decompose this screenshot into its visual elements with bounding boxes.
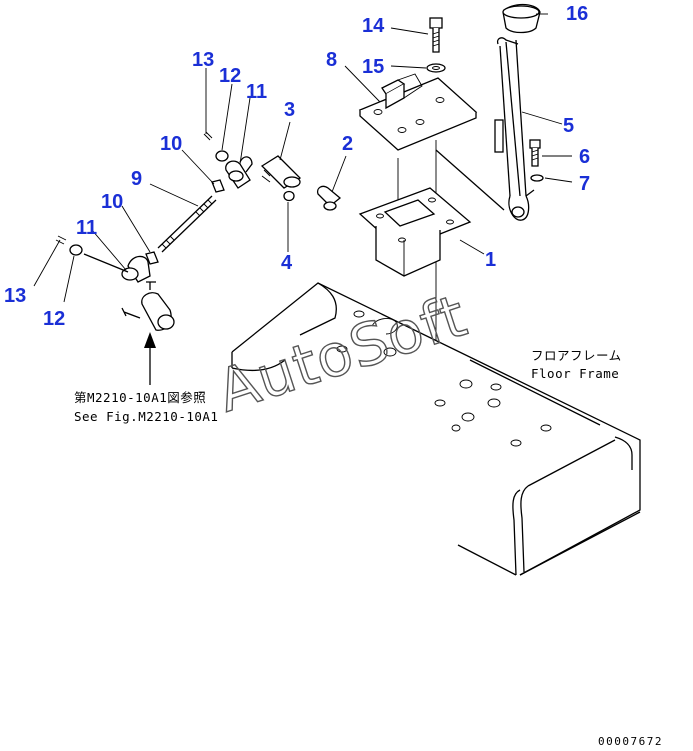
nut-part-12-upper	[215, 150, 229, 162]
callout-11-lower: 11	[76, 217, 97, 239]
document-number: 00007672	[598, 735, 663, 748]
callout-9: 9	[131, 168, 142, 190]
bushing-part-2	[316, 185, 342, 211]
reference-label-en: See Fig.M2210-10A1	[74, 409, 218, 424]
callout-14: 14	[362, 15, 385, 37]
nut-part-12-lower	[69, 244, 83, 256]
bolt-part-6	[529, 139, 541, 167]
callout-15: 15	[362, 56, 384, 78]
leader-lines	[33, 13, 573, 303]
reference-arrow-head	[144, 332, 156, 348]
callout-3: 3	[284, 99, 295, 121]
cotter-part-13-upper	[203, 131, 213, 141]
plate-part-8	[358, 73, 478, 151]
floor-frame-label-jp: フロアフレーム	[531, 348, 622, 363]
callout-8: 8	[326, 49, 337, 71]
rod-part-9	[157, 195, 217, 253]
callout-5: 5	[563, 115, 574, 137]
callout-12-lower: 12	[43, 308, 65, 330]
callout-13-lower: 13	[4, 285, 26, 307]
callout-7: 7	[579, 173, 590, 195]
callout-13-upper: 13	[192, 49, 214, 71]
callout-10-upper: 10	[160, 133, 182, 155]
floor-frame	[231, 282, 641, 576]
rod-end-upper	[211, 150, 253, 193]
floor-holes	[336, 310, 552, 447]
reference-lever	[121, 281, 175, 331]
callout-2: 2	[342, 133, 353, 155]
washer-part-15	[426, 63, 446, 73]
clip-part-4	[283, 190, 295, 202]
bracket-part-1	[358, 187, 472, 277]
lever-part-5	[435, 37, 535, 221]
callout-1: 1	[485, 249, 496, 271]
washer-part-7	[530, 174, 544, 182]
floor-frame-label-en: Floor Frame	[531, 366, 619, 381]
cotter-part-13-lower	[55, 235, 67, 245]
callout-16: 16	[566, 3, 588, 25]
callout-4: 4	[281, 252, 293, 274]
pin-part-3	[260, 155, 302, 189]
knob-part-16	[502, 3, 541, 34]
washer-part-15-hole	[432, 66, 440, 70]
bolt-part-14	[429, 17, 443, 53]
callout-11-upper: 11	[246, 81, 267, 103]
callout-12-upper: 12	[219, 65, 241, 87]
reference-label-jp: 第M2210-10A1図参照	[74, 390, 206, 405]
callout-10-lower: 10	[101, 191, 123, 213]
rod-end-lower	[69, 244, 159, 283]
callout-6: 6	[579, 146, 590, 168]
